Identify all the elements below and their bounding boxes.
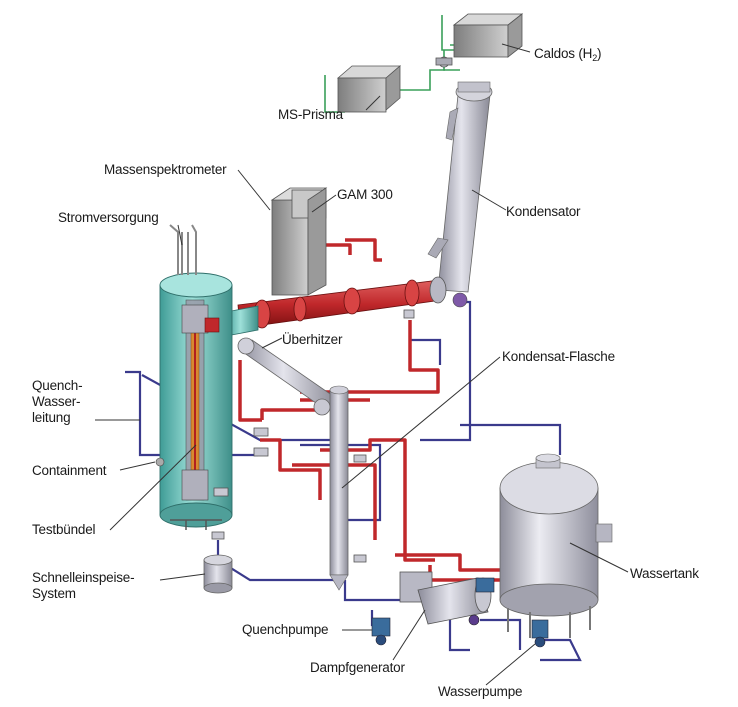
label-ueberhitzer: Überhitzer — [282, 332, 343, 347]
label-stromversorgung: Stromversorgung — [58, 210, 159, 225]
label-gam300: GAM 300 — [337, 187, 393, 202]
label-quenchpumpe: Quenchpumpe — [242, 622, 329, 637]
gas-lines — [311, 15, 468, 241]
main-steam-pipe — [237, 276, 447, 329]
quenchpumpe — [371, 617, 391, 646]
label-caldos-end: ) — [597, 46, 602, 61]
leader-lines — [95, 43, 629, 686]
kondensat-flasche — [313, 385, 349, 591]
label-quench-line2: Wasser- — [32, 394, 81, 409]
label-containment: Containment — [32, 463, 107, 478]
containment-vessel — [155, 224, 233, 530]
label-caldos-main: Caldos (H — [534, 46, 593, 61]
schnelleinspeise-tank — [203, 554, 233, 594]
label-schnelleinspeise-system: Schnelleinspeise- System — [32, 570, 162, 602]
label-wassertank: Wassertank — [630, 566, 699, 581]
wasserpumpe — [531, 619, 549, 648]
kondensator — [427, 81, 493, 308]
label-ms-prisma: MS-Prisma — [278, 107, 343, 122]
label-kondensat-flasche: Kondensat-Flasche — [502, 349, 615, 364]
label-testbuendel: Testbündel — [32, 522, 96, 537]
label-dampfgenerator: Dampfgenerator — [310, 660, 405, 675]
dampfgenerator — [399, 571, 495, 626]
ms-prisma-box — [336, 65, 402, 113]
label-schnell-line1: Schnelleinspeise- — [32, 570, 135, 585]
massenspektrometer — [270, 187, 328, 296]
valve-top — [435, 56, 453, 68]
label-caldos: Caldos (H2) — [534, 46, 602, 66]
label-schnell-line2: System — [32, 586, 76, 601]
label-quench-line1: Quench- — [32, 378, 83, 393]
label-massenspektrometer: Massenspektrometer — [104, 162, 227, 177]
label-kondensator: Kondensator — [506, 204, 581, 219]
valves — [211, 309, 415, 563]
wassertank — [499, 453, 613, 638]
label-quench-wasser-leitung: Quench- Wasser- leitung — [32, 378, 112, 426]
label-caldos-sub: 2 — [592, 53, 598, 63]
label-wasserpumpe: Wasserpumpe — [438, 684, 523, 699]
caldos-box — [452, 13, 524, 58]
label-quench-line3: leitung — [32, 410, 71, 425]
